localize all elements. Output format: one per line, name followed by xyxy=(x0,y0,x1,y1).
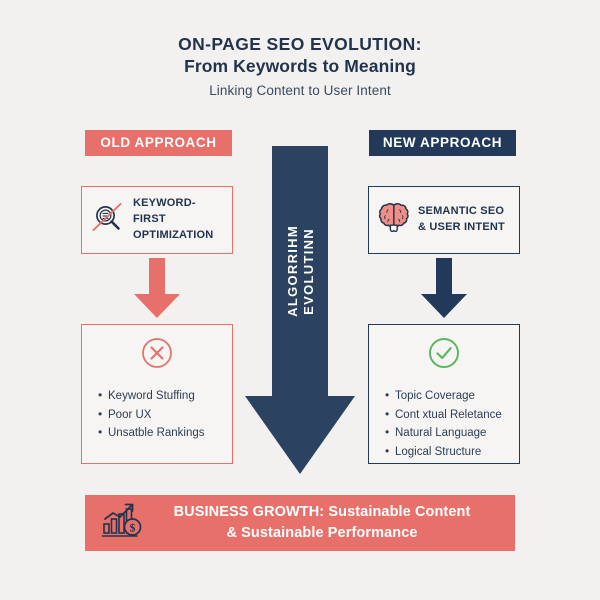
page-title-line1: ON-PAGE SEO EVOLUTION: xyxy=(178,34,422,54)
circle-x-icon xyxy=(140,336,174,375)
card-new-top-label-line1: SEMANTIC SEO xyxy=(418,205,505,218)
card-old-top-label-line1: KEYWORD-FIRST xyxy=(133,197,196,226)
card-old-top-label: KEYWORD-FIRST OPTIMIZATION xyxy=(133,196,226,244)
svg-text:$: $ xyxy=(130,521,136,534)
card-old-problems-list: Keyword Stuffing Poor UX Unsatble Rankin… xyxy=(81,324,233,464)
brain-icon xyxy=(377,200,411,241)
growth-chart-dollar-icon: $ xyxy=(101,501,143,546)
list-item: Topic Coverage xyxy=(385,386,502,406)
circle-check-icon xyxy=(427,336,461,375)
page-title-line2: From Keywords to Meaning xyxy=(184,56,416,77)
card-keyword-first-optimization: KEYWORD-FIRST OPTIMIZATION xyxy=(81,186,233,254)
list-item: Poor UX xyxy=(98,405,205,425)
card-new-top-label-line2: & USER INTENT xyxy=(418,221,505,233)
banner-text-line2: & Sustainable Performance xyxy=(226,525,418,541)
badge-old-approach: OLD APPROACH xyxy=(85,130,232,156)
card-new-top-label: SEMANTIC SEO & USER INTENT xyxy=(418,204,505,236)
banner-text: BUSINESS GROWTH: Sustainable Content & S… xyxy=(155,502,515,543)
card-semantic-seo-user-intent: SEMANTIC SEO & USER INTENT xyxy=(368,186,520,254)
list-item: Cont xtual Reletance xyxy=(385,405,502,425)
crossed-magnifier-icon xyxy=(90,200,126,241)
old-bullet-list: Keyword Stuffing Poor UX Unsatble Rankin… xyxy=(82,386,205,443)
business-growth-banner: $ BUSINESS GROWTH: Sustainable Content &… xyxy=(85,495,515,551)
new-bullet-list: Topic Coverage Cont xtual Reletance Natu… xyxy=(369,386,502,462)
list-item: Logical Structure xyxy=(385,442,502,462)
badge-new-approach: NEW APPROACH xyxy=(369,130,516,156)
down-arrow-navy xyxy=(417,258,471,325)
down-arrow-coral xyxy=(130,258,184,325)
algorithm-evolution-arrow xyxy=(245,146,355,481)
card-old-top-label-line2: OPTIMIZATION xyxy=(133,228,214,241)
list-item: Keyword Stuffing xyxy=(98,386,205,406)
list-item: Natural Language xyxy=(385,423,502,443)
title-block: ON-PAGE SEO EVOLUTION: From Keywords to … xyxy=(0,33,600,98)
list-item: Unsatble Rankings xyxy=(98,423,205,443)
banner-text-line1: BUSINESS GROWTH: Sustainable Content xyxy=(173,504,471,521)
page-subtitle: Linking Content to User Intent xyxy=(209,83,391,99)
card-new-benefits-list: Topic Coverage Cont xtual Reletance Natu… xyxy=(368,324,520,464)
